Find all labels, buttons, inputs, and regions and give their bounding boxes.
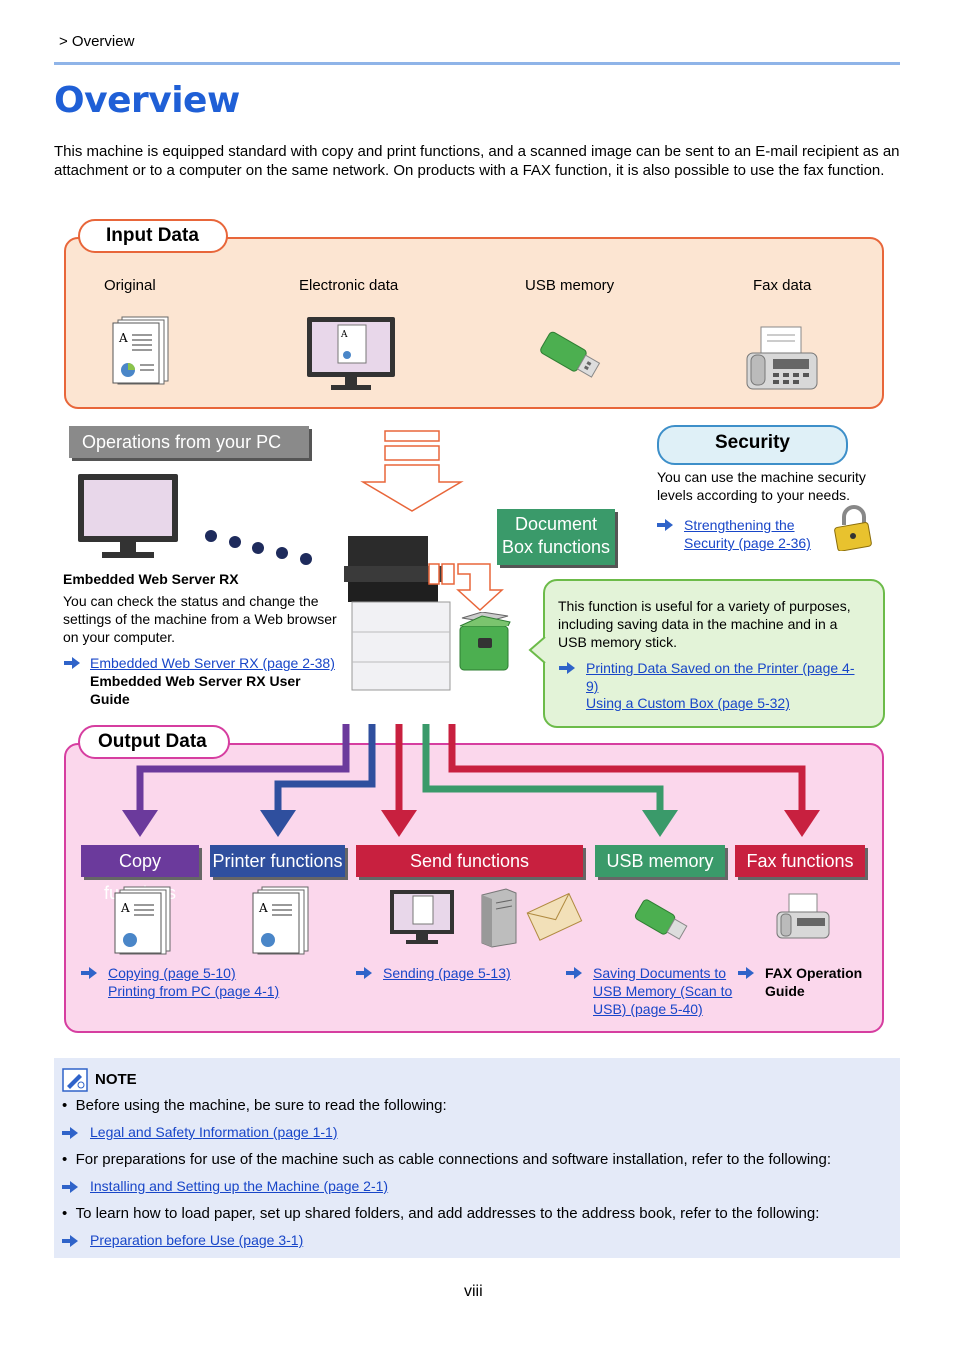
connection-dots	[205, 530, 312, 565]
usb-memory-icon	[540, 331, 601, 378]
input-electronic-label: Electronic data	[299, 277, 399, 294]
input-fax-label: Fax data	[753, 277, 812, 294]
printer-functions-label: Printer functions	[210, 845, 345, 877]
document-box-label: Document Box functions	[497, 509, 615, 565]
reference-arrow-icon	[657, 519, 673, 531]
reference-arrow-icon	[62, 1127, 78, 1139]
installing-link[interactable]: Installing and Setting up the Machine (p…	[90, 1178, 389, 1194]
note-bullet-1: • Before using the machine, be sure to r…	[62, 1097, 447, 1114]
reference-arrow-icon	[738, 967, 754, 979]
document-box-description: This function is useful for a variety of…	[558, 598, 851, 650]
fax-functions-label: Fax functions	[735, 845, 865, 877]
security-heading: Security	[657, 425, 848, 465]
reference-arrow-icon	[566, 967, 582, 979]
output-data-panel	[64, 743, 884, 1033]
breadcrumb: > Overview	[59, 33, 135, 50]
usb-memory-output-label: USB memory	[595, 845, 725, 877]
reference-arrow-icon	[62, 1235, 78, 1247]
fax-guide-cont: Guide	[765, 983, 805, 999]
sending-link[interactable]: Sending (page 5-13)	[383, 965, 511, 981]
preparation-link[interactable]: Preparation before Use (page 3-1)	[90, 1232, 304, 1248]
output-data-heading: Output Data	[78, 725, 230, 759]
input-usb-label: USB memory	[525, 277, 615, 294]
security-link-cont[interactable]: Security (page 2-36)	[684, 535, 811, 551]
usb-output-icon	[634, 899, 688, 940]
ews-heading: Embedded Web Server RX	[63, 571, 239, 587]
email-envelope-icon	[526, 892, 583, 941]
note-bullet-3: • To learn how to load paper, set up sha…	[62, 1205, 820, 1222]
saving-usb-link-end[interactable]: USB) (page 5-40)	[593, 1001, 703, 1017]
document-box-panel	[543, 579, 885, 728]
note-icon	[62, 1068, 88, 1092]
reference-arrow-icon	[559, 662, 575, 674]
input-flow-arrow	[360, 430, 464, 512]
svg-text:A: A	[340, 330, 348, 340]
ews-link[interactable]: Embedded Web Server RX (page 2-38)	[90, 655, 335, 671]
mfp-printer-icon	[344, 536, 451, 691]
input-original-label: Original	[104, 277, 156, 294]
monitor-document-icon: A	[307, 317, 395, 390]
docbox-flow-arrow	[428, 563, 504, 612]
printing-saved-data-link[interactable]: Printing Data Saved on the Printer (page…	[586, 660, 855, 676]
ews-description: You can check the status and change the …	[63, 593, 337, 645]
callout-pointer	[528, 636, 546, 664]
reference-arrow-icon	[62, 1181, 78, 1193]
server-icon	[481, 888, 517, 948]
copying-link[interactable]: Copying (page 5-10)	[108, 965, 236, 981]
fax-output-icon	[776, 893, 830, 939]
printing-saved-data-link-cont[interactable]: 9)	[586, 678, 599, 694]
output-flow-arrows	[122, 724, 820, 837]
copy-functions-label: Copy functions	[81, 845, 199, 903]
pc-monitor-icon	[78, 474, 178, 558]
send-monitor-icon	[390, 890, 454, 944]
security-link[interactable]: Strengthening the	[684, 517, 795, 533]
intro-text: This machine is equipped standard with c…	[54, 143, 900, 179]
copy-document-icon: A	[114, 886, 171, 955]
operations-from-pc-label: Operations from your PC	[69, 426, 309, 458]
svg-text:A: A	[118, 331, 128, 345]
note-heading: NOTE	[95, 1071, 137, 1088]
send-functions-label: Send functions	[356, 845, 583, 877]
reference-arrow-icon	[64, 657, 80, 669]
page-title: Overview	[54, 80, 240, 121]
svg-text:A: A	[120, 901, 130, 915]
document-box-icon	[459, 612, 511, 671]
header-rule	[54, 62, 900, 65]
input-data-heading: Input Data	[78, 219, 228, 253]
print-document-icon: A	[252, 886, 309, 955]
fax-guide: FAX Operation	[765, 965, 863, 981]
legal-safety-link[interactable]: Legal and Safety Information (page 1-1)	[90, 1124, 338, 1140]
saving-usb-link-cont[interactable]: USB Memory (Scan to	[593, 983, 733, 999]
saving-usb-link[interactable]: Saving Documents to	[593, 965, 727, 981]
page-number: viii	[464, 1283, 483, 1300]
padlock-icon	[834, 505, 872, 551]
note-box	[54, 1058, 900, 1258]
note-bullet-2: • For preparations for use of the machin…	[62, 1151, 832, 1168]
original-document-icon: A	[112, 316, 169, 385]
custom-box-link[interactable]: Using a Custom Box (page 5-32)	[586, 695, 790, 711]
security-description: You can use the machine security levels …	[657, 469, 866, 503]
fax-machine-icon	[746, 326, 818, 390]
reference-arrow-icon	[81, 967, 97, 979]
reference-arrow-icon	[356, 967, 372, 979]
svg-text:A: A	[258, 901, 268, 915]
printing-from-pc-link[interactable]: Printing from PC (page 4-1)	[108, 983, 280, 999]
ews-guide: Embedded Web Server RX User Guide	[90, 673, 301, 707]
